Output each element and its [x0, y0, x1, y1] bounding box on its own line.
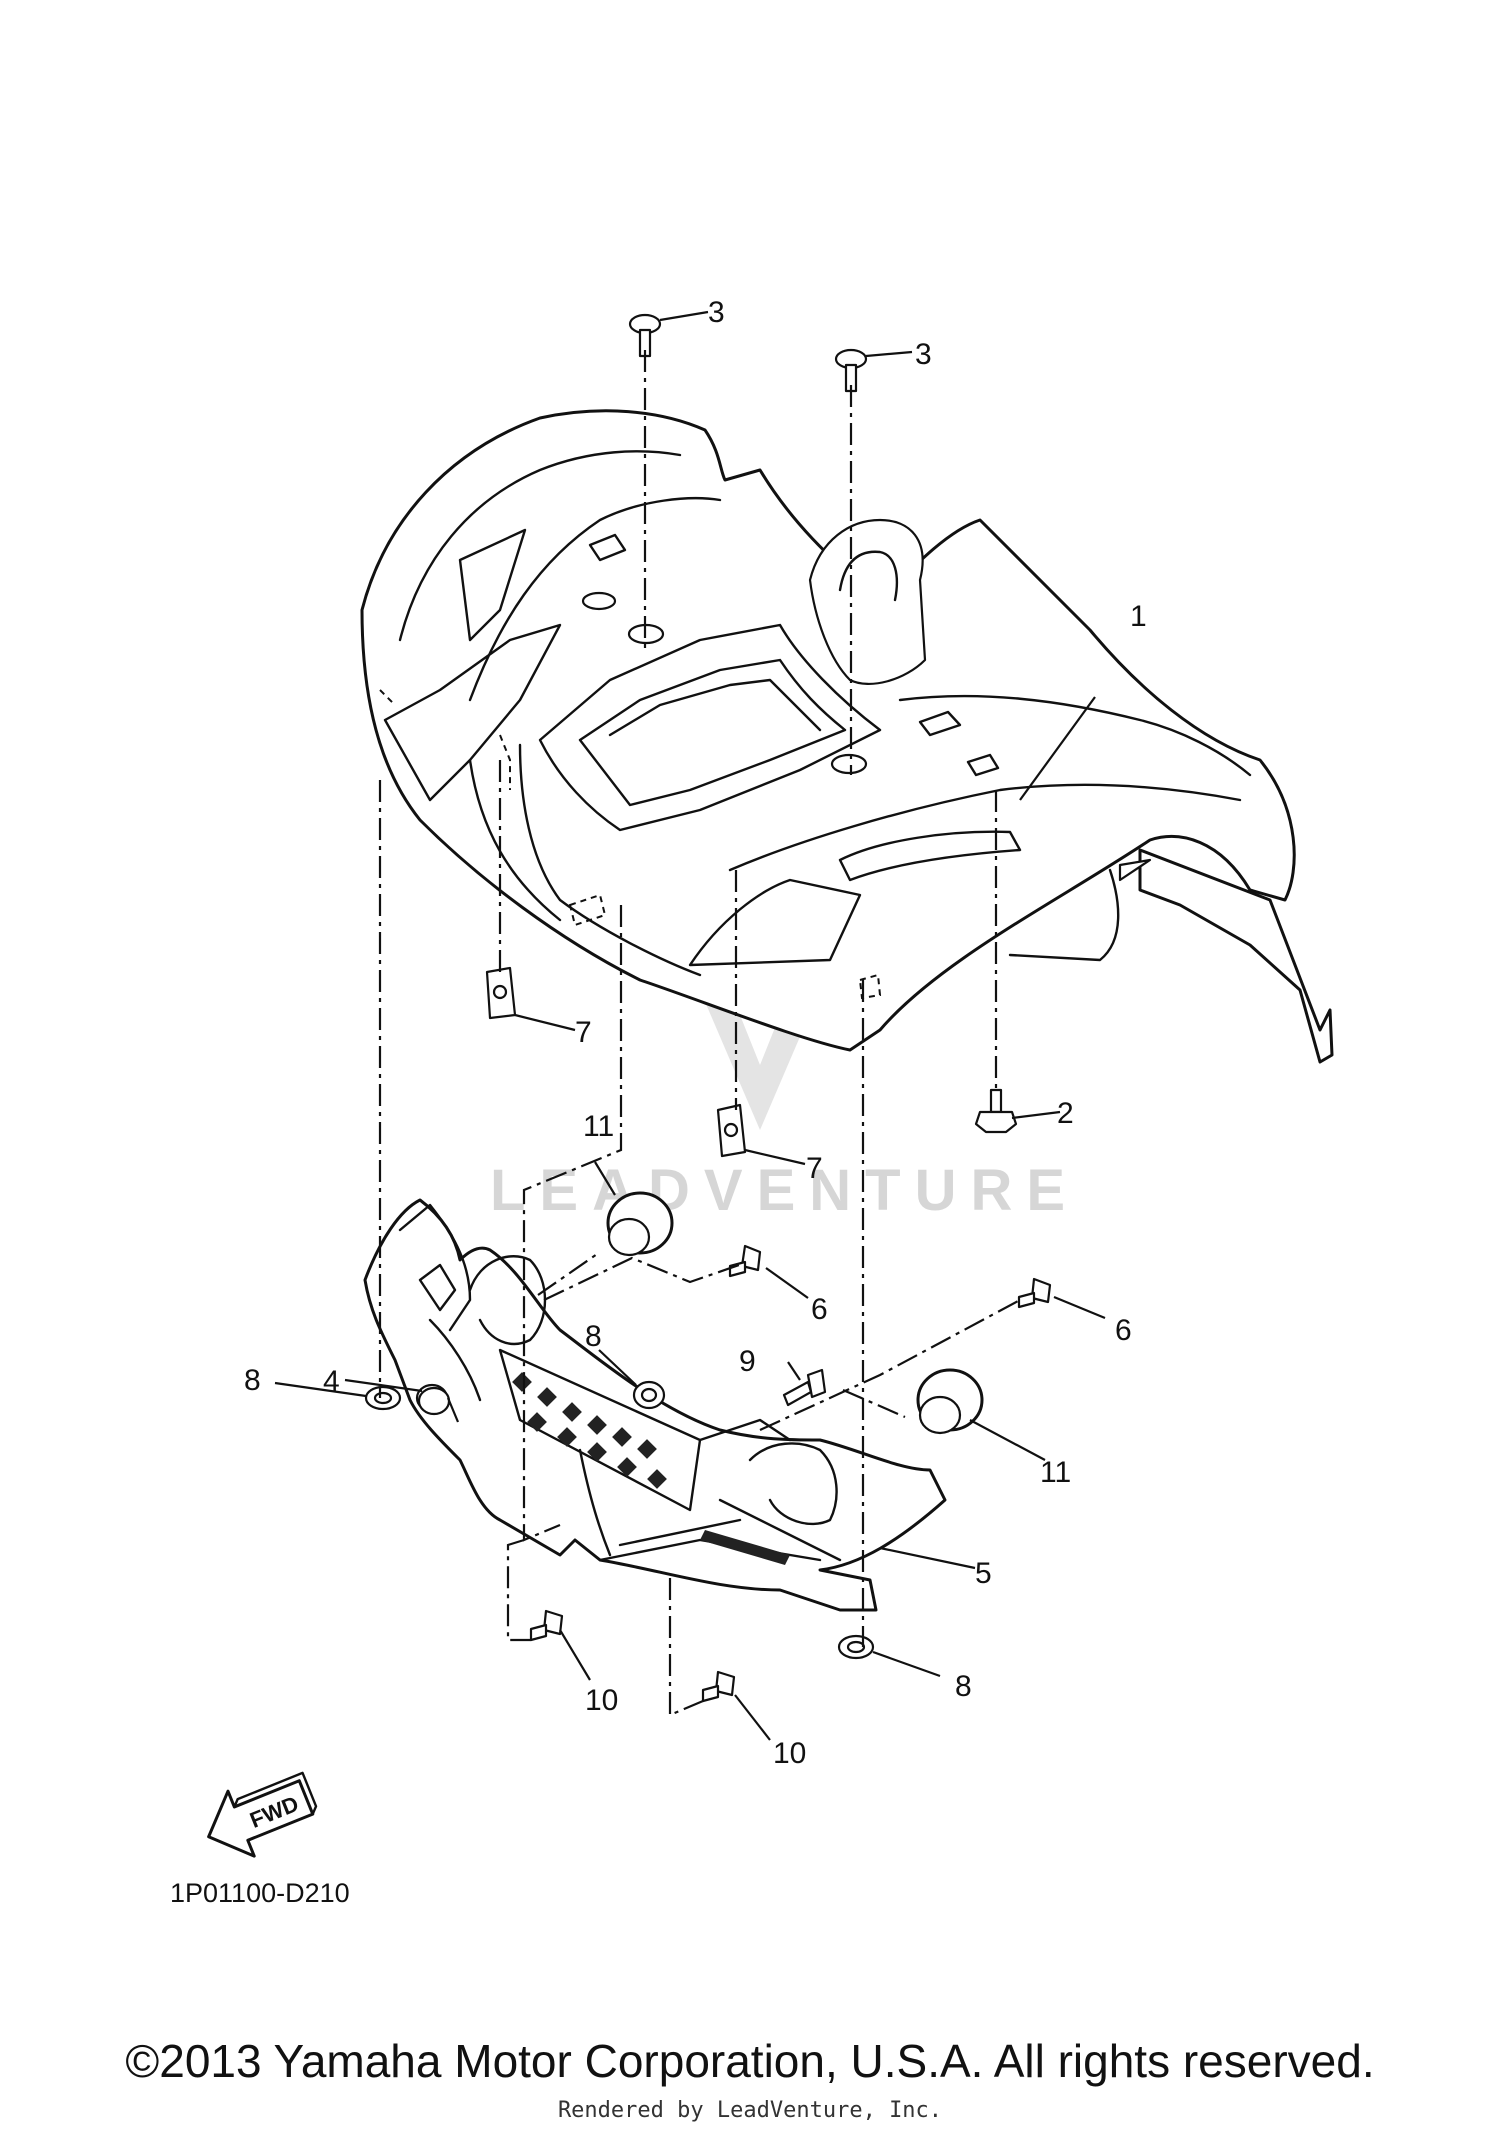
- washer-8-center: [632, 1380, 666, 1410]
- callout-6-right: 6: [1115, 1314, 1132, 1347]
- bolt-6-left: [728, 1244, 762, 1278]
- grommet-11-left: [606, 1191, 674, 1257]
- callout-11-right: 11: [1040, 1456, 1071, 1489]
- callout-9: 9: [739, 1345, 756, 1378]
- callout-8-right: 8: [955, 1670, 972, 1703]
- clip-7-left: [485, 966, 517, 1020]
- washer-8-right: [837, 1634, 875, 1660]
- callout-7-left: 7: [575, 1016, 592, 1049]
- bolt-2: [974, 1088, 1018, 1134]
- copyright-notice: ©2013 Yamaha Motor Corporation, U.S.A. A…: [125, 2035, 1375, 2087]
- callout-5: 5: [975, 1557, 992, 1590]
- callout-2: 2: [1057, 1097, 1074, 1130]
- leader-lines: [274, 310, 1106, 1741]
- screw-3-left: [628, 313, 662, 358]
- washer-8-left: [364, 1385, 402, 1411]
- assembly-lines: [378, 350, 1021, 1717]
- diagram-code: 1P01100-D210: [170, 1878, 350, 1908]
- callout-1: 1: [1130, 600, 1147, 633]
- callout-11-left: 11: [583, 1110, 614, 1143]
- callout-10-left: 10: [585, 1684, 618, 1717]
- rendered-by-notice: Rendered by LeadVenture, Inc.: [557, 2098, 943, 2123]
- callout-labels: 3 3 1 2 7 7 11 6 6 8 9 8 4 11 5 8 10 10: [244, 296, 1147, 1770]
- callout-8-left: 8: [244, 1364, 261, 1397]
- rivet-9: [782, 1368, 827, 1407]
- bolt-6-right: [1017, 1277, 1052, 1309]
- callout-7-right: 7: [806, 1152, 823, 1185]
- callout-10-right: 10: [773, 1737, 806, 1770]
- watermark-text: LEADVENTURE: [490, 1158, 1079, 1223]
- grille-mesh: [512, 1372, 667, 1489]
- callout-4: 4: [323, 1365, 340, 1398]
- callout-3-top: 3: [708, 296, 725, 329]
- clip-7-right: [716, 1103, 747, 1158]
- bolt-10-left: [529, 1609, 564, 1642]
- callout-6-left: 6: [811, 1293, 828, 1326]
- front-fender: [360, 409, 1334, 1064]
- callout-8-center: 8: [585, 1320, 602, 1353]
- bolt-10-right: [701, 1670, 736, 1703]
- grommet-11-right: [916, 1368, 984, 1435]
- cap-4: [415, 1383, 451, 1416]
- callout-3-right: 3: [915, 338, 932, 371]
- fwd-arrow: FWD: [207, 1771, 318, 1858]
- screw-3-right: [834, 348, 868, 393]
